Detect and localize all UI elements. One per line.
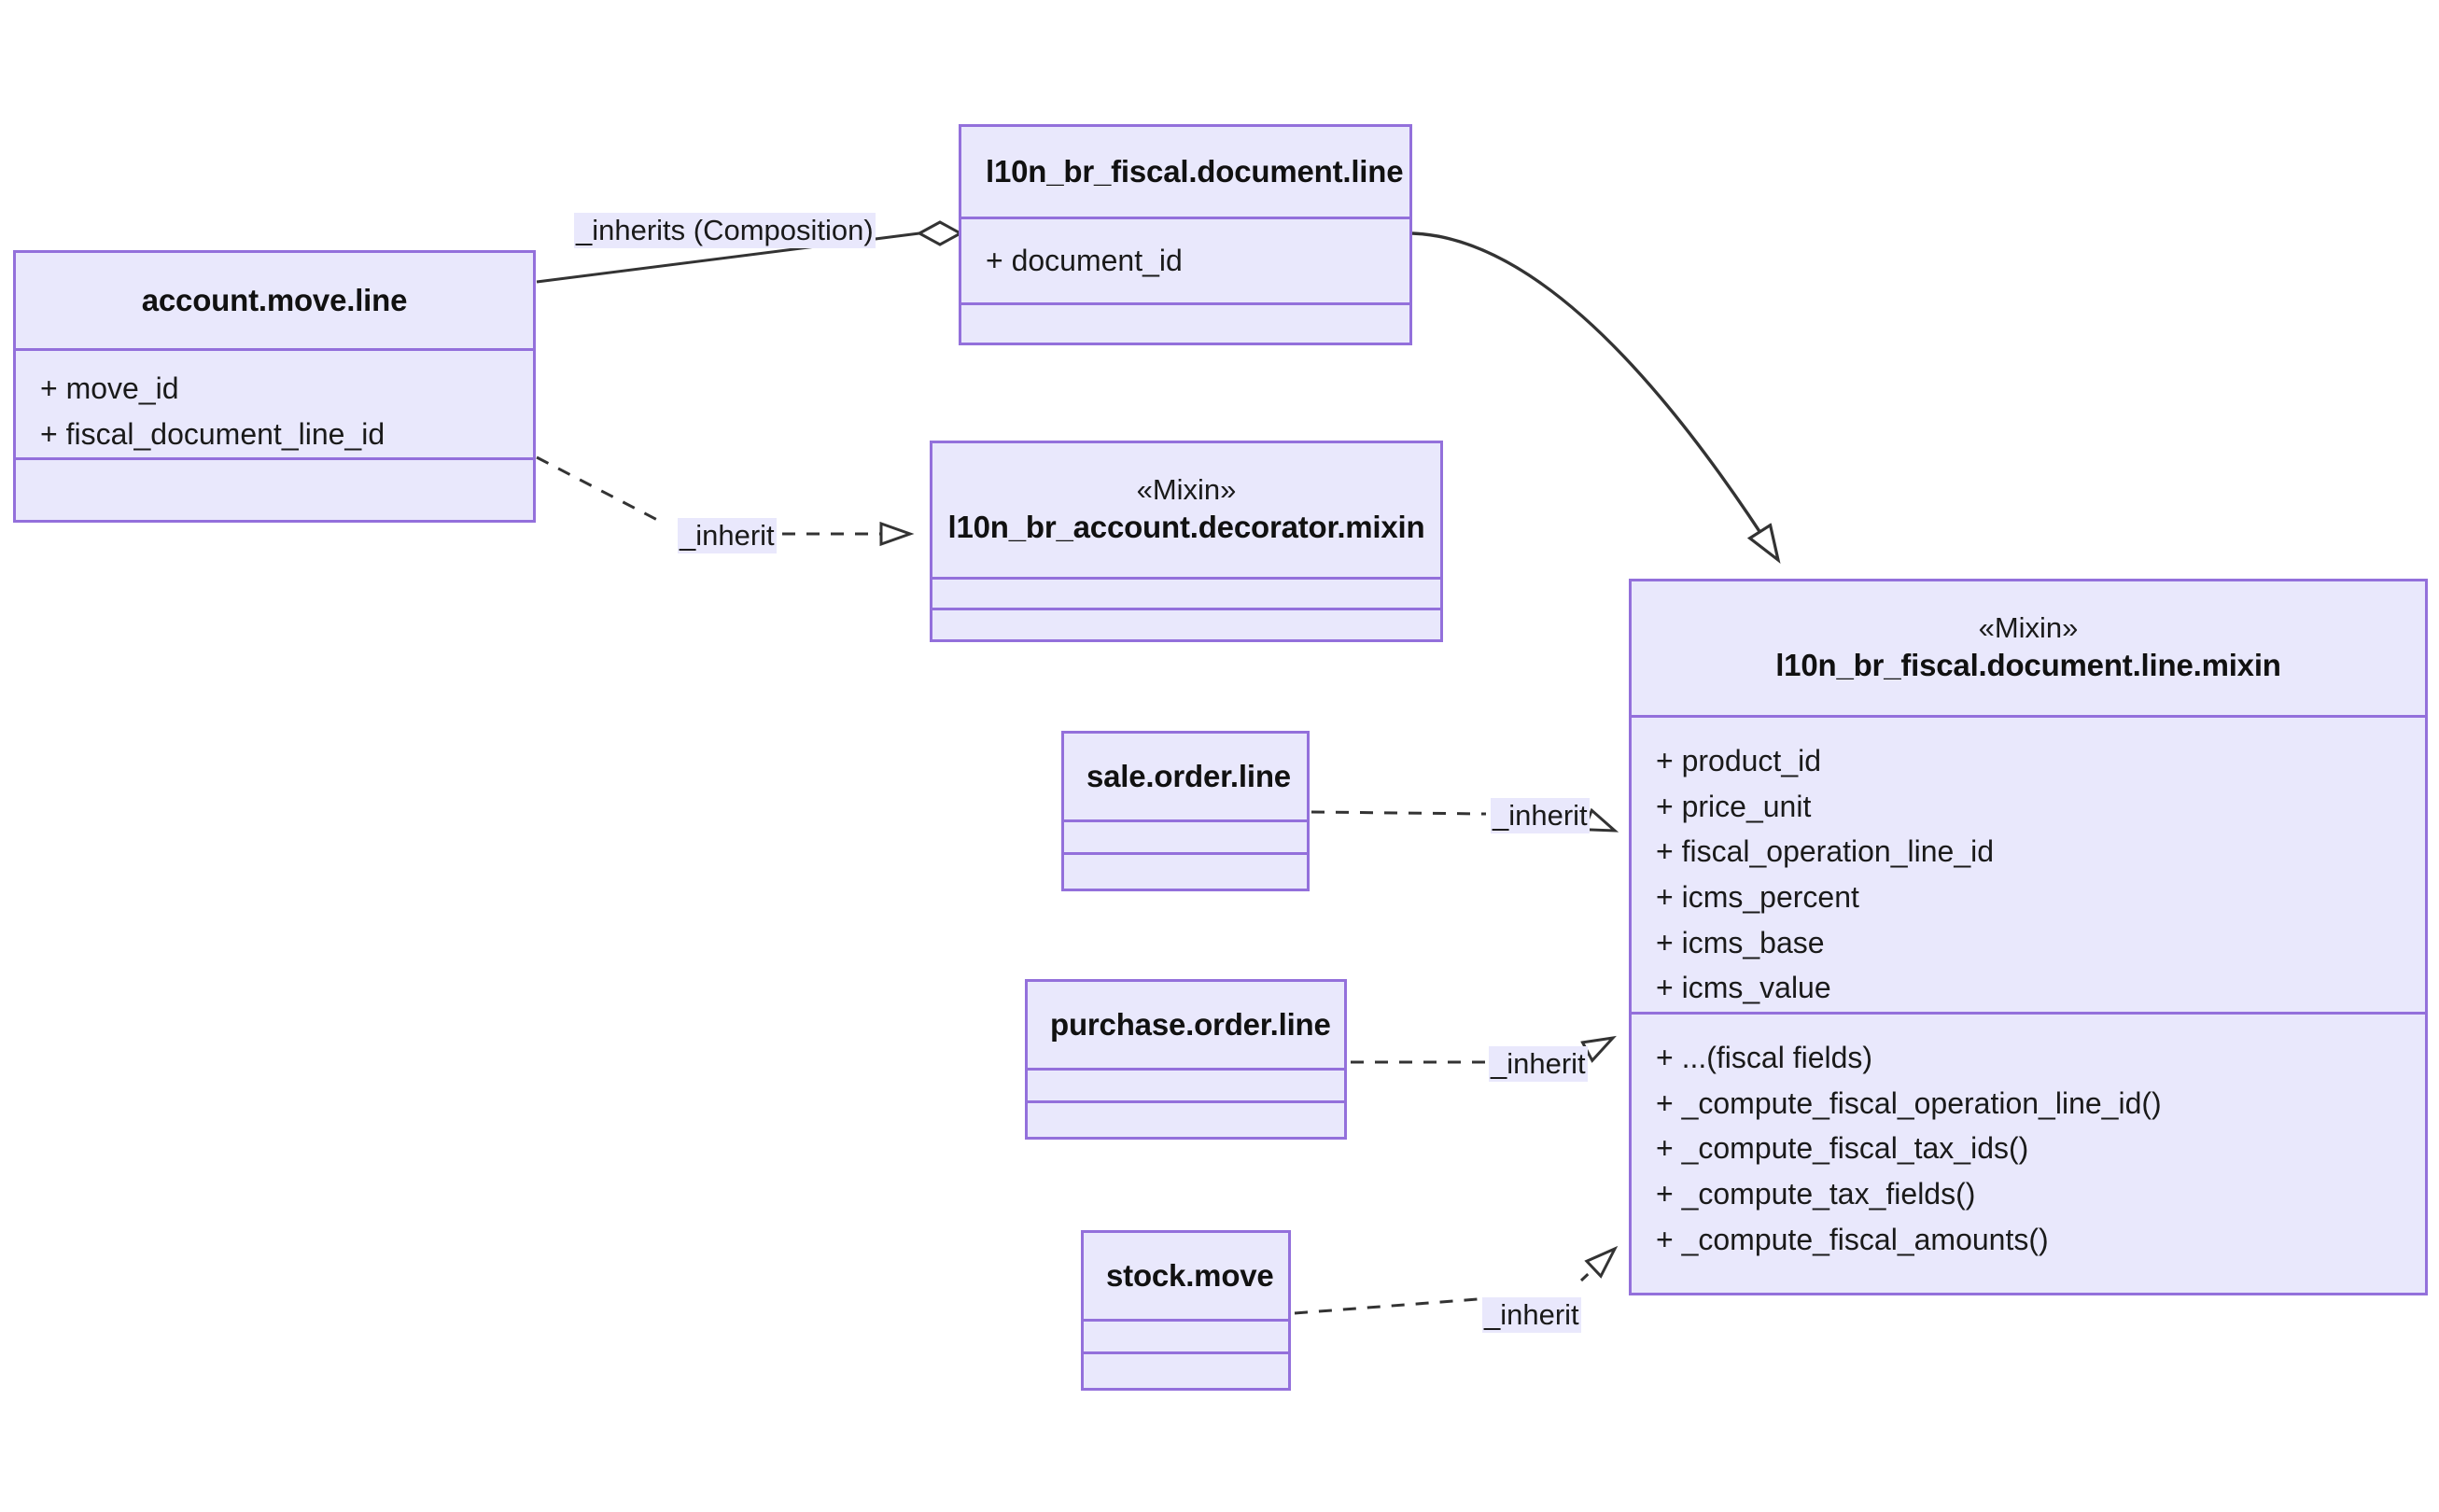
edge-document-line-to-mixin (1411, 231, 1778, 560)
class-operations-fiscal-document-line-mixin: + ...(fiscal fields) + _compute_fiscal_o… (1632, 1012, 2425, 1293)
class-name-fiscal-document-line-mixin: l10n_br_fiscal.document.line.mixin (1775, 648, 2281, 683)
class-box-account-move-line[interactable]: account.move.line + move_id + fiscal_doc… (13, 250, 536, 523)
attribute-row: + document_id (986, 244, 1183, 278)
edge-label-account-move-line-inherit: _inherit (678, 518, 777, 553)
edge-label-inherits-composition: _inherits (Composition) (574, 213, 876, 248)
class-operations-purchase-order-line (1028, 1100, 1344, 1137)
class-box-fiscal-document-line[interactable]: l10n_br_fiscal.document.line + document_… (959, 124, 1412, 345)
class-name-account-decorator-mixin: l10n_br_account.decorator.mixin (947, 510, 1425, 545)
class-operations-account-move-line (16, 457, 533, 520)
operation-row: + ...(fiscal fields) (1656, 1041, 1873, 1074)
operation-row: + _compute_fiscal_tax_ids() (1656, 1131, 2029, 1166)
class-attributes-sale-order-line (1064, 819, 1307, 852)
operation-row: + _compute_fiscal_amounts() (1656, 1222, 2049, 1256)
class-name-account-move-line: account.move.line (141, 282, 408, 317)
class-attributes-fiscal-document-line: + document_id (961, 217, 1409, 302)
class-attributes-stock-move (1084, 1319, 1288, 1351)
class-header-account-decorator-mixin: «Mixin» l10n_br_account.decorator.mixin (932, 443, 1440, 577)
attribute-row: + product_id (1656, 744, 1822, 777)
class-header-stock-move: stock.move (1084, 1233, 1288, 1319)
class-box-account-decorator-mixin[interactable]: «Mixin» l10n_br_account.decorator.mixin (930, 441, 1443, 642)
class-name-stock-move: stock.move (1106, 1257, 1274, 1293)
attribute-row: + fiscal_operation_line_id (1656, 834, 1995, 869)
class-header-account-move-line: account.move.line (16, 253, 533, 348)
class-attributes-purchase-order-line (1028, 1068, 1344, 1100)
class-name-fiscal-document-line: l10n_br_fiscal.document.line (986, 153, 1404, 189)
class-attributes-fiscal-document-line-mixin: + product_id + price_unit + fiscal_opera… (1632, 715, 2425, 1012)
class-stereotype-fiscal-document-line-mixin: «Mixin» (1978, 610, 2079, 644)
attribute-row: + price_unit (1656, 789, 1812, 823)
edge-label-sale-order-line-inherit: _inherit (1491, 798, 1590, 833)
class-stereotype-account-decorator-mixin: «Mixin» (1136, 472, 1237, 506)
class-attributes-account-decorator-mixin (932, 577, 1440, 608)
class-operations-sale-order-line (1064, 852, 1307, 889)
class-box-purchase-order-line[interactable]: purchase.order.line (1025, 979, 1347, 1140)
edge-label-stock-move-inherit: _inherit (1482, 1297, 1581, 1333)
edge-label-purchase-order-line-inherit: _inherit (1489, 1046, 1588, 1082)
class-attributes-account-move-line: + move_id + fiscal_document_line_id (16, 348, 533, 457)
attribute-row: + icms_value (1656, 971, 1831, 1005)
class-operations-account-decorator-mixin (932, 608, 1440, 639)
attribute-row: + move_id (40, 371, 179, 405)
attribute-row: + fiscal_document_line_id (40, 416, 385, 451)
class-box-fiscal-document-line-mixin[interactable]: «Mixin» l10n_br_fiscal.document.line.mix… (1629, 579, 2428, 1295)
class-box-stock-move[interactable]: stock.move (1081, 1230, 1291, 1391)
class-name-sale-order-line: sale.order.line (1086, 758, 1291, 793)
class-header-fiscal-document-line: l10n_br_fiscal.document.line (961, 127, 1409, 217)
operation-row: + _compute_tax_fields() (1656, 1176, 1976, 1211)
class-operations-fiscal-document-line (961, 302, 1409, 343)
attribute-row: + icms_base (1656, 925, 1825, 959)
class-header-fiscal-document-line-mixin: «Mixin» l10n_br_fiscal.document.line.mix… (1632, 581, 2425, 715)
class-name-purchase-order-line: purchase.order.line (1050, 1006, 1331, 1042)
class-header-sale-order-line: sale.order.line (1064, 734, 1307, 819)
operation-row: + _compute_fiscal_operation_line_id() (1656, 1085, 2162, 1120)
class-operations-stock-move (1084, 1351, 1288, 1388)
class-box-sale-order-line[interactable]: sale.order.line (1061, 731, 1310, 891)
class-header-purchase-order-line: purchase.order.line (1028, 982, 1344, 1068)
attribute-row: + icms_percent (1656, 879, 1859, 914)
